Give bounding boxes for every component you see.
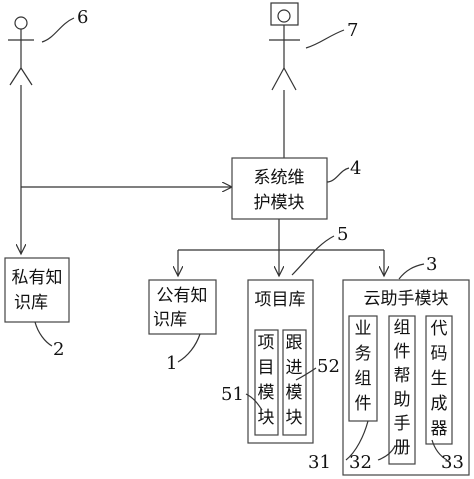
- component-handbook-char: 册: [394, 438, 411, 458]
- component-handbook-char: 帮: [394, 366, 411, 386]
- leader-3: [398, 263, 425, 280]
- ref-6: 6: [77, 7, 88, 28]
- leader-1: [177, 333, 201, 363]
- leader-5: [291, 235, 335, 276]
- code-generator-char: 成: [431, 394, 448, 414]
- leader-6: [41, 17, 75, 43]
- private-kb-box: [4, 257, 70, 323]
- leader-51: [245, 393, 263, 411]
- system-maintenance-box: [231, 157, 328, 220]
- business-component-char: 业: [355, 319, 372, 339]
- component-handbook-char: 组: [394, 318, 411, 338]
- actor-7-icon: [269, 2, 300, 91]
- code-generator-box: [425, 315, 453, 445]
- system-label-line2: 护模块: [254, 193, 305, 213]
- project-library-title: 项目库: [255, 290, 306, 310]
- business-component-char: 务: [355, 344, 372, 364]
- leader-2: [34, 321, 53, 347]
- ref-31: 31: [308, 452, 331, 473]
- leader-31: [345, 420, 369, 461]
- ref-2: 2: [53, 339, 64, 360]
- followup-module-char: 跟: [286, 333, 303, 353]
- followup-module-char: 块: [286, 408, 303, 428]
- ref-3: 3: [426, 254, 437, 275]
- leader-33: [431, 439, 448, 461]
- ref-33: 33: [441, 452, 464, 473]
- ref-5: 5: [337, 224, 348, 245]
- private-kb-line1: 私有知: [12, 268, 63, 288]
- code-generator-char: 码: [431, 344, 448, 364]
- ref-32: 32: [349, 452, 372, 473]
- code-generator-char: 器: [431, 419, 448, 439]
- project-module-char: 模: [258, 383, 275, 403]
- system-label-line1: 系统维: [254, 168, 305, 188]
- project-module-char: 目: [258, 358, 275, 378]
- project-module-char: 块: [258, 408, 275, 428]
- code-generator-char: 生: [431, 369, 448, 389]
- leader-32: [377, 445, 396, 461]
- ref-7: 7: [347, 20, 358, 41]
- cloud-assistant-title: 云助手模块: [364, 289, 449, 309]
- ref-4: 4: [350, 158, 361, 179]
- followup-module-char: 进: [286, 358, 303, 378]
- component-handbook-char: 手: [394, 414, 411, 434]
- business-component-box: [348, 315, 378, 422]
- component-handbook-char: 件: [394, 342, 411, 362]
- ref-1: 1: [166, 353, 177, 374]
- actor-6-icon: [8, 16, 34, 86]
- leader-4: [326, 167, 350, 183]
- project-module-char: 项: [258, 333, 275, 353]
- followup-module-box: [282, 329, 307, 436]
- public-kb-box: [148, 279, 217, 335]
- leader-52: [295, 367, 317, 381]
- ref-51: 51: [221, 384, 244, 405]
- followup-module-char: 模: [286, 383, 303, 403]
- public-kb-line2: 识库: [153, 310, 187, 330]
- ref-52: 52: [317, 356, 340, 377]
- code-generator-char: 代: [431, 319, 448, 339]
- public-kb-line1: 公有知: [157, 286, 208, 306]
- private-kb-line2: 识库: [14, 293, 48, 313]
- component-handbook-box: [388, 315, 416, 465]
- component-handbook-char: 助: [394, 390, 411, 410]
- business-component-char: 组: [355, 369, 372, 389]
- business-component-char: 件: [355, 394, 372, 414]
- leader-7: [305, 29, 345, 49]
